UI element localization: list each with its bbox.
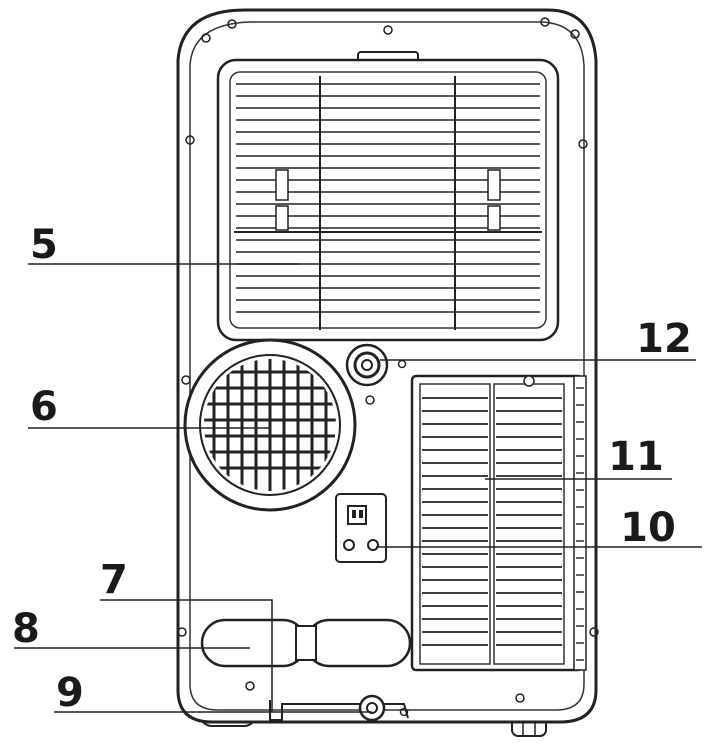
bottom-drain-outlet xyxy=(269,694,409,722)
exhaust-air-outlet xyxy=(183,338,357,512)
callout-6: 6 xyxy=(30,384,58,430)
leader-lines xyxy=(14,263,702,713)
housing-screws xyxy=(177,17,599,703)
callout-11: 11 xyxy=(608,434,664,480)
callout-10: 10 xyxy=(620,505,676,551)
power-socket xyxy=(335,493,387,563)
cord-holders xyxy=(200,618,412,668)
callout-12: 12 xyxy=(636,316,692,362)
callout-labels: 5 6 7 8 9 10 11 12 xyxy=(12,222,692,716)
callout-5: 5 xyxy=(30,222,58,268)
top-drain-outlet xyxy=(345,343,407,387)
leader-7 xyxy=(100,599,273,712)
lower-air-inlet-filter xyxy=(410,374,587,672)
upper-air-grille xyxy=(216,58,560,342)
callout-7: 7 xyxy=(100,557,128,603)
callout-8: 8 xyxy=(12,606,40,652)
callout-9: 9 xyxy=(56,670,84,716)
